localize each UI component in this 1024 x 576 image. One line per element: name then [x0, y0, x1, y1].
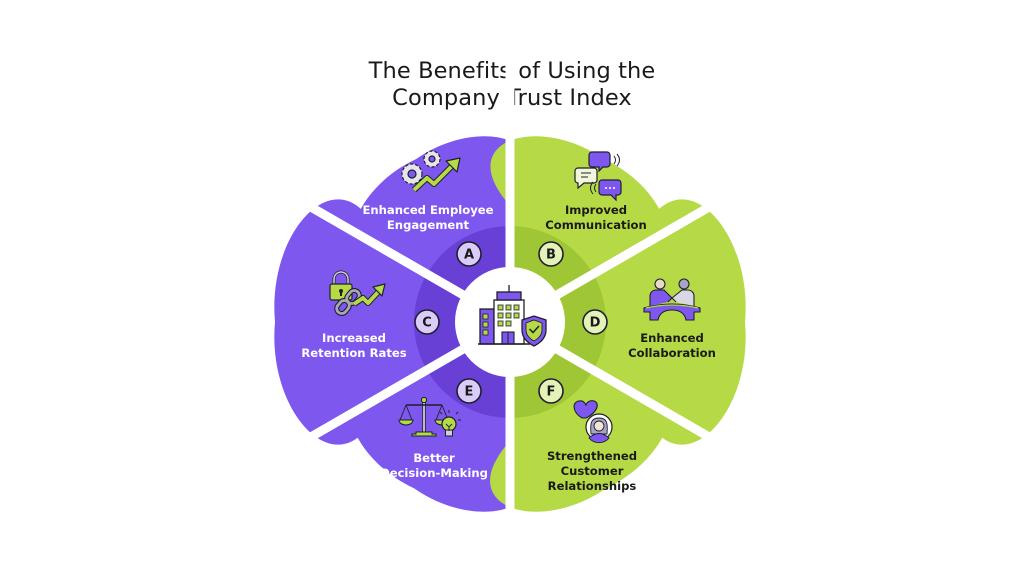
benefit-label-line: Enhanced	[640, 331, 704, 345]
benefit-label-line: Communication	[545, 218, 647, 232]
badge-c: C	[414, 309, 440, 335]
petal-shape	[274, 199, 510, 445]
benefit-label-line: Collaboration	[628, 346, 716, 360]
gears-growth-arrow-icon	[401, 150, 461, 193]
badge-d: D	[582, 309, 608, 335]
benefit-label-line: Relationships	[548, 479, 637, 493]
benefit-label-line: Strengthened	[547, 449, 637, 463]
lock-chain-arrow-icon	[329, 270, 386, 317]
handshake-bridge-icon	[643, 278, 701, 321]
badge-letter: C	[422, 316, 432, 331]
badge-circle	[538, 378, 564, 404]
badge-circle	[456, 378, 482, 404]
badge-circle	[538, 241, 564, 267]
benefit-label-line: Decision-Making	[380, 466, 488, 480]
badge-letter: B	[546, 248, 556, 263]
badges-layer: A B C D E F	[414, 241, 608, 404]
center-hub	[455, 267, 565, 377]
benefit-label-line: Customer	[561, 464, 624, 478]
badge-letter: A	[464, 248, 474, 263]
benefit-label-line: Enhanced Employee	[362, 203, 493, 217]
benefit-label-line: Retention Rates	[301, 346, 406, 360]
badge-letter: F	[547, 385, 556, 400]
petal-inner-ring	[490, 226, 606, 322]
benefit-label-line: Engagement	[387, 218, 470, 232]
badge-f: F	[538, 378, 564, 404]
benefit-label-line: Better	[413, 451, 455, 465]
petal-inner-ring	[414, 226, 530, 322]
benefit-label-line: Improved	[565, 203, 627, 217]
petal-inner-ring	[490, 322, 606, 418]
badge-circle	[456, 241, 482, 267]
badge-circle	[414, 309, 440, 335]
badge-a: A	[456, 241, 482, 267]
petal-shape	[510, 199, 746, 445]
petal-inner-ring	[414, 322, 530, 418]
scale-lightbulb-icon	[398, 396, 461, 437]
badge-e: E	[456, 378, 482, 404]
petals-layer	[274, 136, 746, 512]
badge-circle	[582, 309, 608, 335]
benefit-label-line: Increased	[322, 331, 386, 345]
heart-customer-icon	[573, 400, 613, 444]
chat-bubbles-icon	[574, 151, 622, 202]
badge-b: B	[538, 241, 564, 267]
badge-letter: E	[465, 385, 474, 400]
building-shield-icon	[478, 285, 547, 347]
badge-letter: D	[590, 316, 601, 331]
